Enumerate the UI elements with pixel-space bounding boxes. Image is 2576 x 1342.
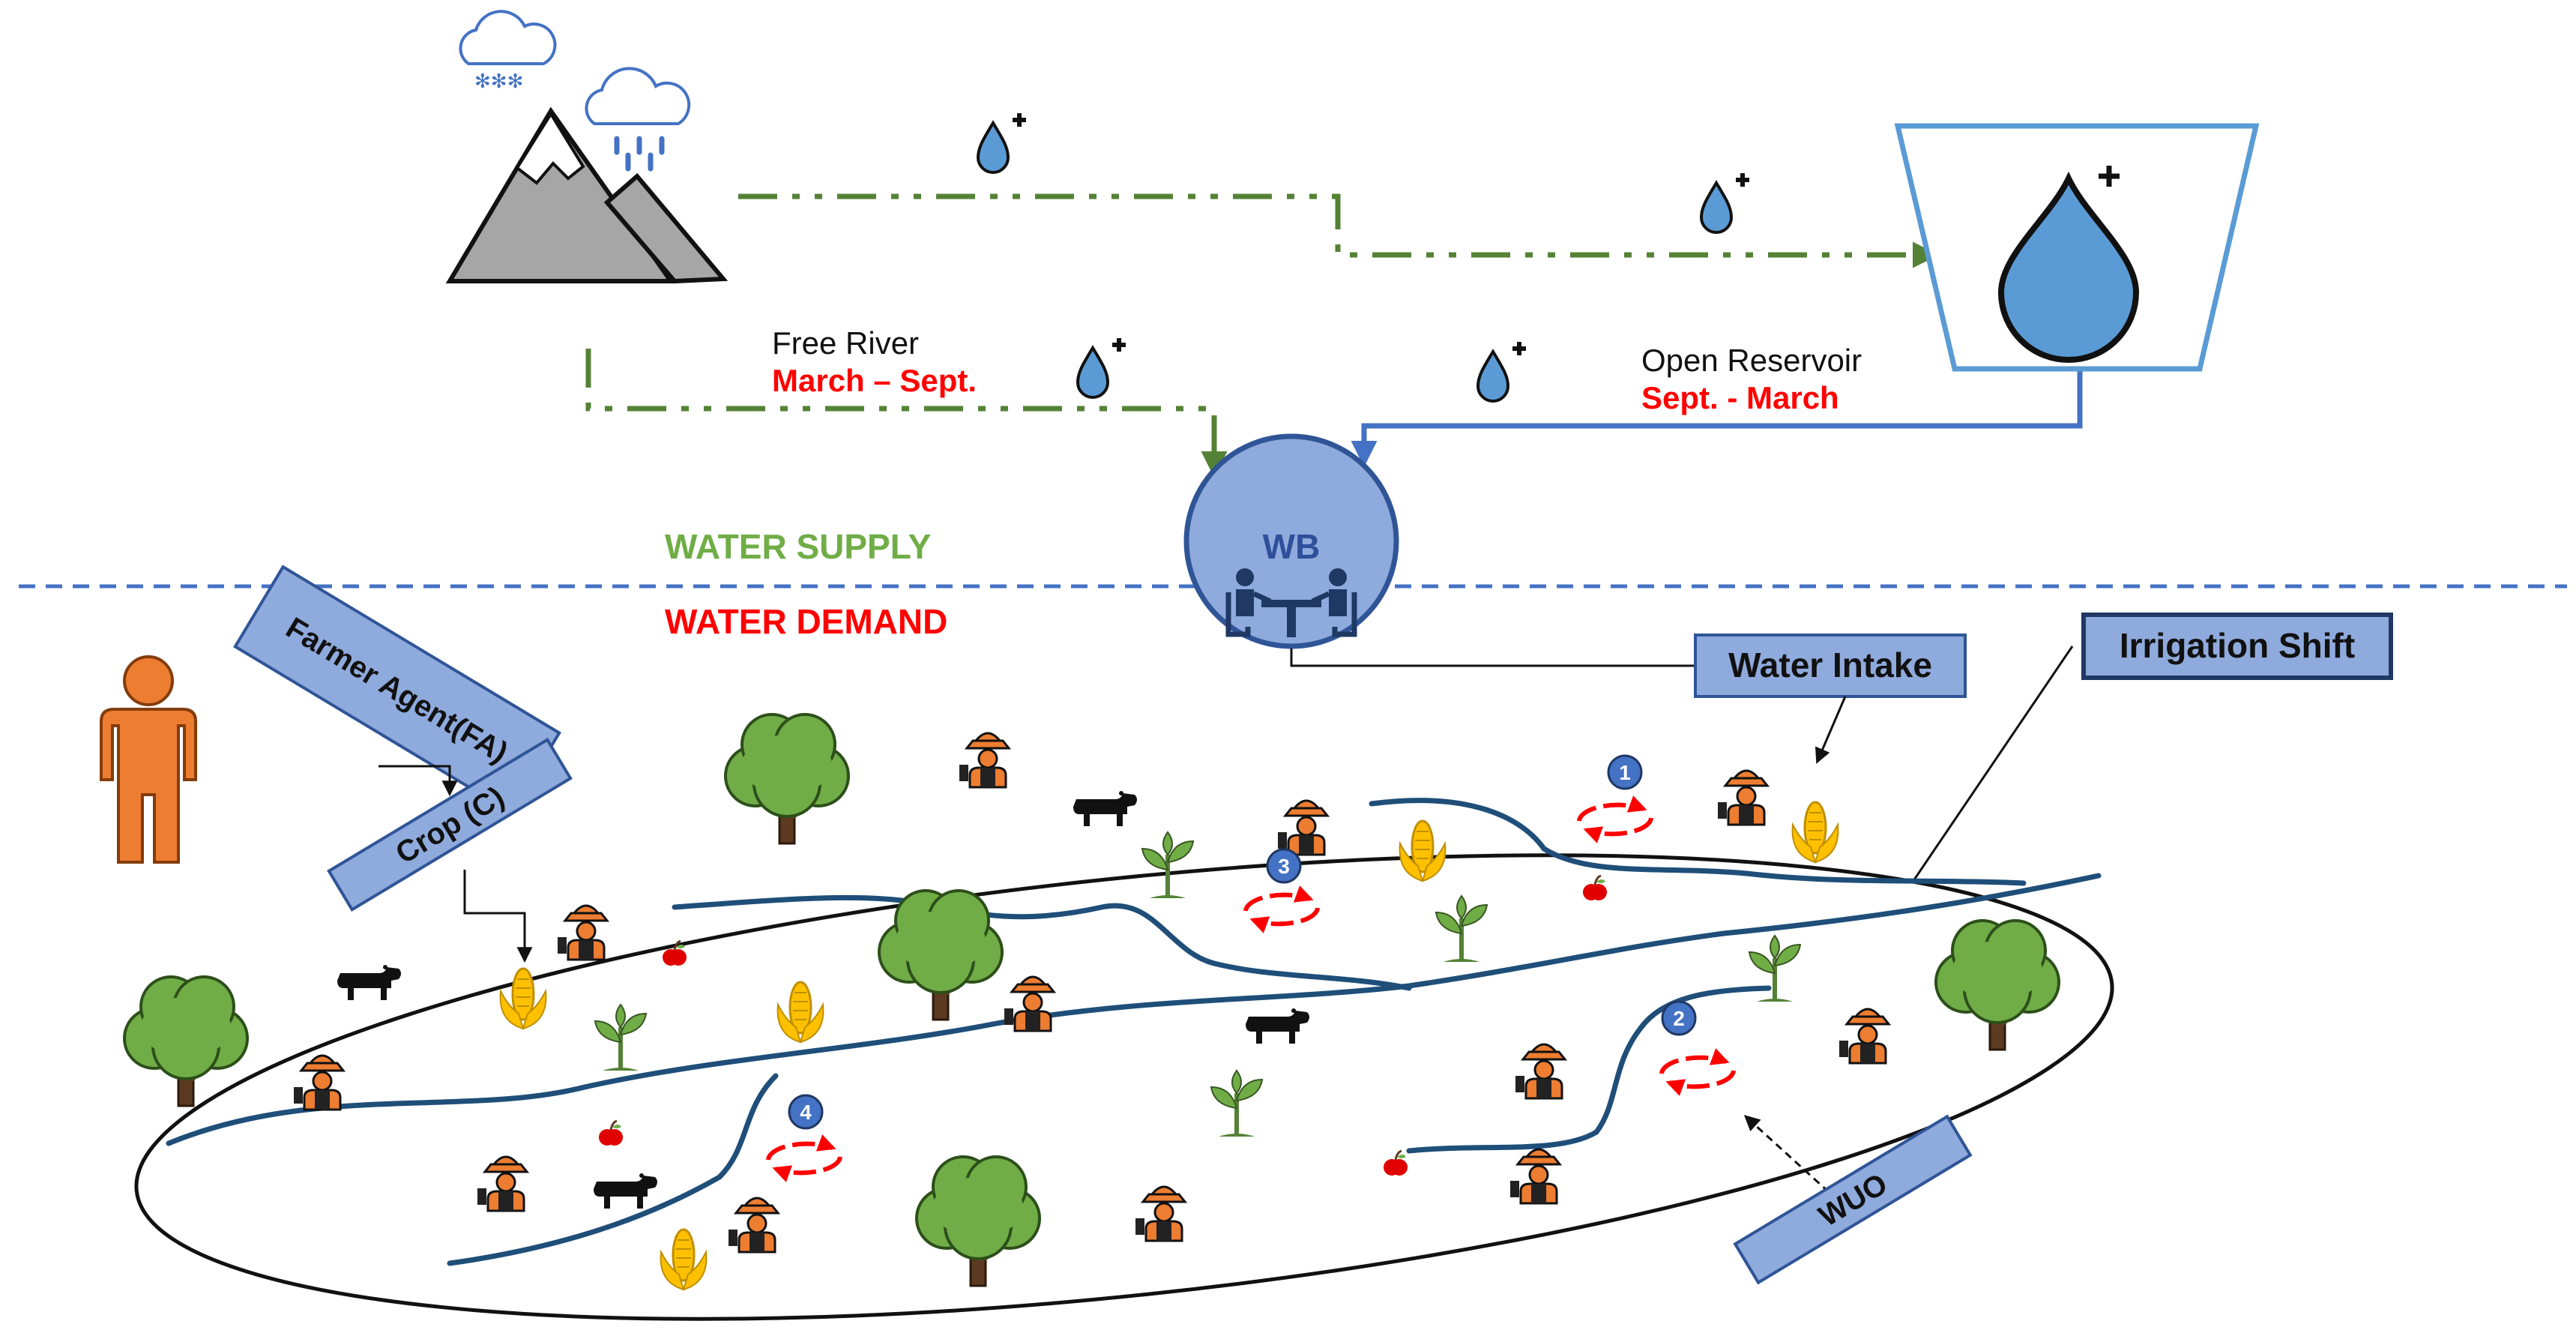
svg-text:2: 2 — [1673, 1007, 1685, 1030]
water-drop-plus-icon — [1078, 338, 1126, 397]
reservoir-icon — [1894, 123, 2260, 372]
farmer-icon — [1716, 769, 1769, 826]
mountain-reservoir-flow — [738, 193, 1939, 268]
farmer-crop-connector — [378, 765, 458, 797]
river-network — [166, 798, 2102, 1266]
water-drop-plus-icon — [1478, 342, 1526, 401]
svg-text:3: 3 — [1278, 855, 1290, 878]
water-demand-label: WATER DEMAND — [665, 602, 947, 641]
water-intake-arrow — [1815, 696, 1847, 764]
farmer-icon — [958, 732, 1010, 789]
water-drop-plus-icon — [978, 113, 1026, 172]
svg-text:4: 4 — [800, 1101, 812, 1124]
corn-icon — [1399, 819, 1447, 882]
snow-cloud-icon: ✻✻✻ — [459, 10, 557, 93]
svg-text:1: 1 — [1619, 761, 1631, 784]
irrigation-district-field — [134, 853, 2114, 1321]
water-drop-plus-icon — [1701, 173, 1749, 232]
free-river-period: March – Sept. — [772, 363, 977, 398]
tree-icon — [726, 714, 848, 843]
crop-field-connector — [463, 870, 533, 963]
wb-intake-connector — [1290, 649, 1695, 667]
cow-icon — [337, 965, 401, 1000]
irrigation-shift-box: Irrigation Shift — [2081, 613, 2393, 680]
wuo-arrow — [1743, 1115, 1830, 1194]
open-reservoir-period: Sept. - March — [1641, 380, 1839, 415]
meeting-icon — [1225, 568, 1357, 637]
irrigation-shift-label: Irrigation Shift — [2120, 626, 2355, 665]
shift-marker-2: 2 — [1661, 1000, 1697, 1036]
shift-marker-1: 1 — [1607, 754, 1643, 790]
shift-marker-4: 4 — [788, 1094, 824, 1130]
free-river-flow — [585, 349, 1228, 478]
person-icon — [100, 655, 197, 864]
farmer-icon — [1276, 799, 1329, 856]
water-board-label: WB — [1263, 527, 1321, 566]
mountain-icon — [445, 106, 729, 284]
free-river-label: Free River — [772, 325, 919, 361]
reservoir-release-flow — [1351, 369, 2083, 467]
rain-cloud-icon — [585, 67, 691, 172]
open-reservoir-label: Open Reservoir — [1641, 343, 1862, 378]
water-intake-box: Water Intake — [1694, 634, 1967, 698]
cow-icon — [1073, 791, 1137, 826]
corn-icon — [1791, 801, 1839, 864]
water-intake-label: Water Intake — [1728, 646, 1932, 684]
shift-marker-3: 3 — [1266, 848, 1302, 884]
cycle-arrows-icon — [1579, 805, 1651, 834]
svg-text:✻✻✻: ✻✻✻ — [474, 70, 523, 93]
farmer-icon — [556, 904, 609, 961]
water-supply-label: WATER SUPPLY — [665, 527, 931, 566]
